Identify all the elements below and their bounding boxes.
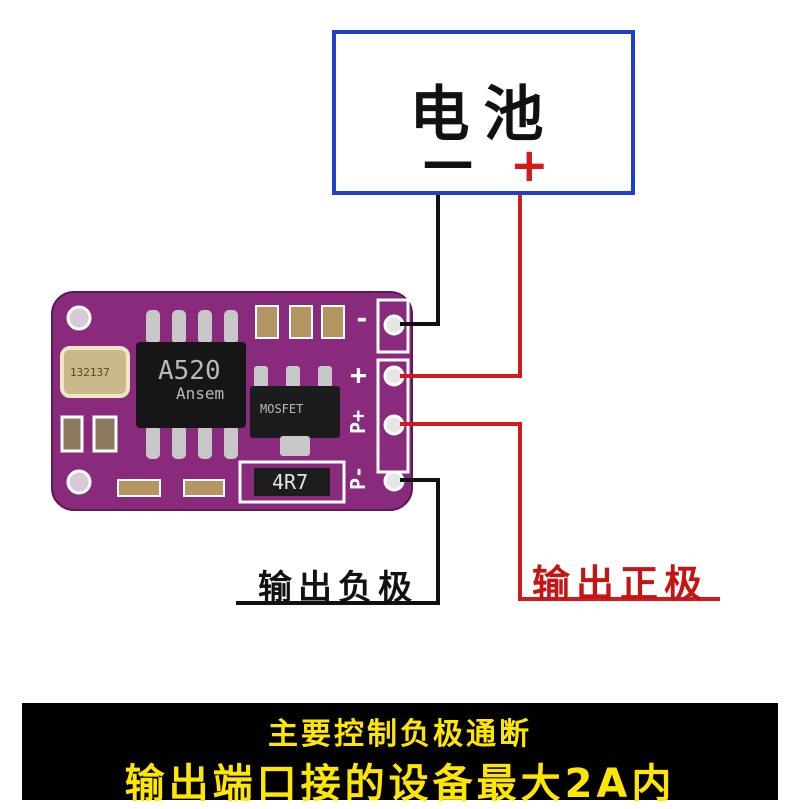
main-ic — [136, 342, 246, 428]
note-banner: 主要控制负极通断 输出端口接的设备最大2A内 — [22, 703, 778, 807]
crystal-oscillator — [60, 346, 130, 398]
output-negative-label: 输出负极 — [258, 568, 418, 608]
capacitor — [117, 479, 161, 497]
mount-hole — [66, 305, 92, 331]
battery-positive-terminal: + — [510, 138, 549, 192]
resistor — [254, 468, 330, 496]
resistor-marking: 4R7 — [272, 470, 309, 494]
battery-negative-terminal: — — [422, 132, 474, 192]
crystal-marking: 132137 — [70, 366, 110, 379]
capacitor — [183, 479, 225, 497]
wire-battery-positive — [400, 193, 522, 378]
main-chip-submarking: Ansem — [176, 384, 225, 403]
pad-label-minus: - — [354, 304, 370, 334]
pad-label-p-plus: P+ — [346, 409, 371, 435]
mosfet-marking: MOSFET — [260, 402, 304, 416]
banner-line-2: 输出端口接的设备最大2A内 — [124, 761, 676, 807]
capacitor — [60, 415, 84, 453]
battery-box: 电池 — + — [332, 30, 635, 195]
output-positive-label: 输出正极 — [532, 562, 709, 606]
capacitor — [289, 305, 313, 339]
capacitor — [255, 305, 279, 339]
battery-title: 电池 — [409, 80, 558, 150]
pad-label-plus: + — [350, 358, 367, 391]
wire-output-negative — [236, 478, 440, 605]
capacitor — [92, 415, 118, 453]
mount-hole — [66, 469, 92, 495]
main-chip-marking: A520 — [158, 356, 221, 386]
wire-output-positive — [400, 422, 720, 601]
wire-battery-negative — [400, 193, 440, 326]
pad-label-p-minus: P- — [346, 465, 371, 491]
banner-line-1: 主要控制负极通断 — [268, 717, 532, 752]
pcb-board — [51, 291, 413, 511]
main-ic-pins — [146, 310, 238, 459]
capacitor — [321, 305, 345, 339]
mosfet — [250, 386, 340, 438]
